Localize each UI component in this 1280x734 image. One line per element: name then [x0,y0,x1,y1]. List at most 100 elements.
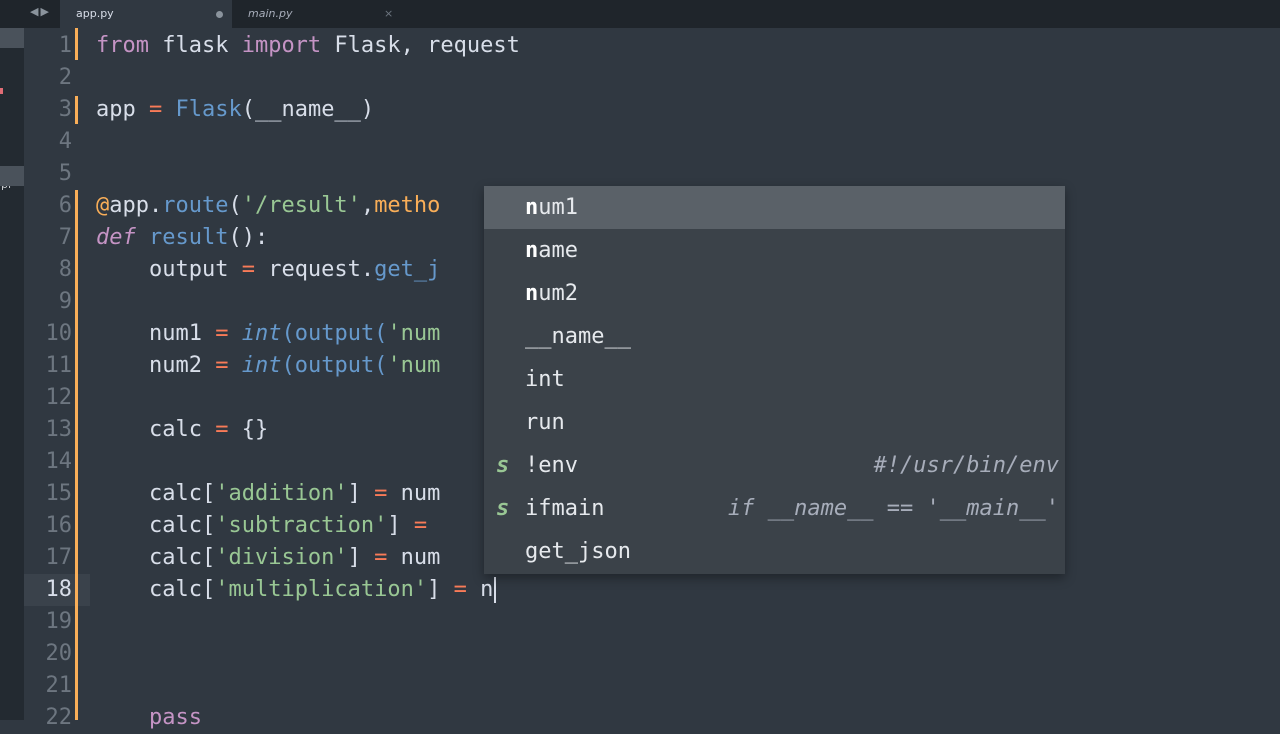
label-rest: um1 [538,195,578,220]
code-text: num2 [96,353,216,378]
code-text: flask [148,33,242,58]
line-number: 8 [58,257,72,282]
tab-app-py[interactable]: app.py [60,0,232,28]
tab-nav-arrows[interactable]: ◀▶ [30,5,51,18]
keyword: from [96,33,149,58]
decorator: @ [96,193,110,218]
code-text: app [96,97,149,122]
parameter: metho [374,193,441,218]
operator: = [215,353,229,378]
triangle-left-icon[interactable]: ◀ [30,5,41,18]
code-line[interactable]: output = request.get_j [96,254,440,286]
modified-marker [75,28,78,60]
code-text: num [387,481,441,506]
label-rest: um2 [538,281,578,306]
code-line[interactable]: calc['addition'] = num [96,478,440,510]
code-text: (output( [281,353,388,378]
unsaved-dot-icon[interactable] [216,11,223,18]
line-number: 21 [45,673,73,698]
tab-main-py[interactable]: main.py × [232,0,404,28]
line-number: 19 [45,609,73,634]
modified-marker [75,190,78,720]
snippet-kind-icon: s [496,453,510,478]
code-text: num [387,545,441,570]
keyword: pass [148,705,202,730]
code-line[interactable]: from flask import Flask, request [96,30,520,62]
text-cursor [494,577,497,603]
code-line-current[interactable]: calc['multiplication'] = n [96,574,497,606]
code-line[interactable]: calc = {} [96,414,268,446]
sidebar-item[interactable] [0,28,24,48]
autocomplete-item-label: num1 [525,186,578,229]
function-name: get_j [374,257,441,282]
code-text: calc[ [96,577,216,602]
string: 'num [387,321,441,346]
operator: = [374,545,388,570]
autocomplete-item[interactable]: name [484,229,1065,272]
line-number: 16 [45,513,73,538]
line-number: 13 [45,417,73,442]
line-number: 11 [45,353,73,378]
autocomplete-item[interactable]: num2 [484,272,1065,315]
code-text: calc[ [96,481,216,506]
autocomplete-item-label: name [525,229,578,272]
match-highlight: n [525,281,539,306]
code-text: Flask, request [321,33,520,58]
line-number: 9 [58,289,72,314]
autocomplete-item[interactable]: int [484,358,1065,401]
code-line[interactable]: def result(): [96,222,268,254]
line-number-current: 18 [45,577,73,602]
code-text: num1 [96,321,216,346]
code-line[interactable]: num2 = int(output('num [96,350,440,382]
code-line[interactable]: app = Flask(__name__) [96,94,374,126]
code-text: {} [228,417,269,442]
code-line[interactable]: pass [96,702,202,734]
code-text [96,705,149,730]
autocomplete-item-label: get_json [525,539,631,564]
code-text: ] [347,545,375,570]
autocomplete-item[interactable]: s ifmain if __name__ == '__main__' [484,487,1065,530]
line-number: 3 [58,97,72,122]
code-line[interactable]: num1 = int(output('num [96,318,440,350]
label-rest: ame [538,238,578,263]
operator: = [215,417,229,442]
triangle-right-icon[interactable]: ▶ [40,5,51,18]
line-number: 17 [45,545,73,570]
operator: = [241,257,255,282]
line-number: 7 [58,225,72,250]
code-text: output [96,257,242,282]
line-number: 5 [58,161,72,186]
code-text: n [466,577,494,602]
autocomplete-item-label: ifmain [525,496,605,521]
match-highlight: n [525,238,539,263]
autocomplete-item-annotation: #!/usr/bin/env [873,453,1059,478]
modified-marker [75,96,78,124]
sidebar: pi [0,28,24,720]
keyword: def [96,225,136,250]
tab-label: app.py [76,7,114,20]
code-line[interactable]: calc['division'] = num [96,542,440,574]
code-text: calc [96,417,216,442]
code-line[interactable]: calc['subtraction'] = [96,510,427,542]
autocomplete-item[interactable]: __name__ [484,315,1065,358]
autocomplete-item-label: !env [525,453,578,478]
code-text: ( [228,193,242,218]
line-number: 22 [45,705,73,730]
operator: = [374,481,388,506]
line-number: 12 [45,385,73,410]
string: 'subtraction' [215,513,388,538]
close-icon[interactable]: × [384,7,394,20]
autocomplete-item-label: num2 [525,272,578,315]
autocomplete-item[interactable]: s !env #!/usr/bin/env [484,444,1065,487]
code-line[interactable]: @app.route('/result',metho [96,190,440,222]
autocomplete-item-label: run [525,410,565,435]
sidebar-item[interactable] [0,166,24,186]
tab-bar: ◀▶ app.py main.py × [0,0,1280,28]
function-name: int [241,353,282,378]
autocomplete-item-annotation: if __name__ == '__main__' [727,496,1059,521]
operator: = [148,97,163,122]
autocomplete-item[interactable]: get_json [484,530,1065,573]
code-text [228,353,241,378]
autocomplete-item[interactable]: run [484,401,1065,444]
autocomplete-item-selected[interactable]: num1 [484,186,1065,229]
